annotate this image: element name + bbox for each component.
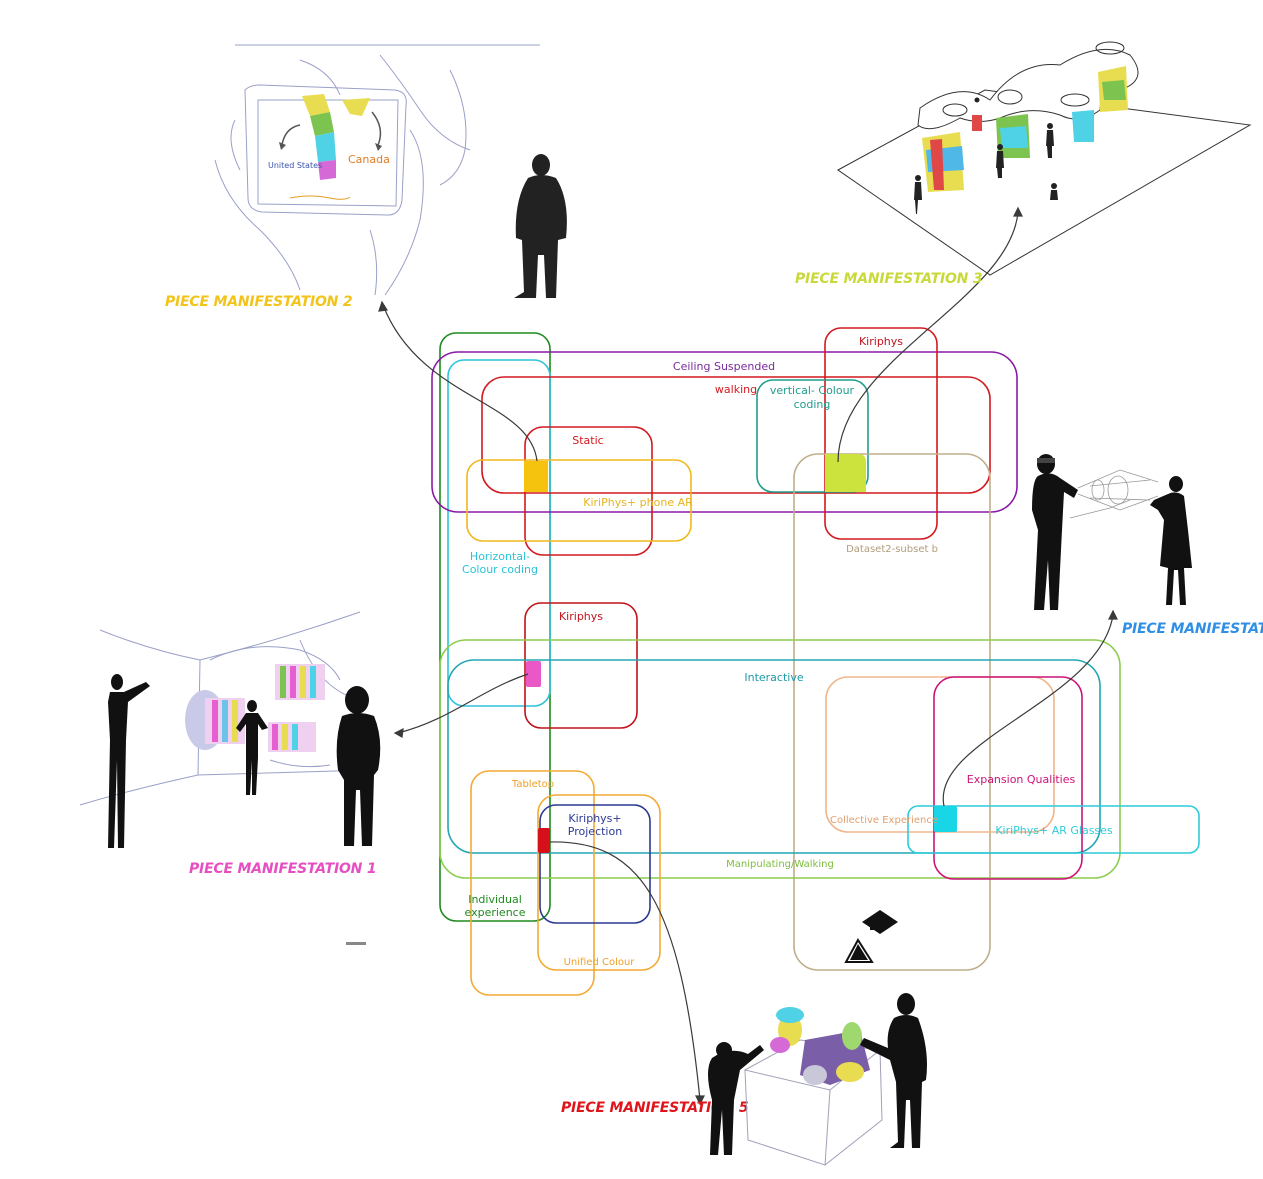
small-mark bbox=[346, 942, 366, 945]
intersection-markers bbox=[524, 454, 957, 853]
category-boxes bbox=[431, 327, 1200, 996]
label-kiriphys-mid: Kiriphys bbox=[559, 610, 603, 623]
title-manifestation-3: PIECE MANIFESTATION 3 bbox=[795, 271, 982, 287]
box-kiriphys-mid bbox=[524, 602, 638, 729]
label-dataset: Dataset2-subset b bbox=[846, 544, 938, 555]
silhouette-standing-person-m2 bbox=[514, 154, 567, 298]
sketch-manifestation-1 bbox=[79, 611, 381, 848]
box-ar-glasses bbox=[907, 805, 1200, 854]
label-horizontal-colour-1: Horizontal- bbox=[470, 550, 530, 563]
connector-manifestation-1 bbox=[397, 673, 529, 734]
label-phone-ar: KiriPhys+ phone AR bbox=[583, 496, 693, 509]
label-expansion-qualities: Expansion Qualities bbox=[967, 773, 1076, 786]
marker-manifestation-1 bbox=[526, 661, 541, 687]
label-ar-glasses: KiriPhys+ AR Glasses bbox=[995, 824, 1113, 837]
arrowhead-m4 bbox=[1108, 609, 1118, 620]
connector-manifestation-5 bbox=[549, 841, 701, 1101]
box-kiriphys-top bbox=[824, 327, 938, 540]
connector-curves bbox=[378, 206, 1118, 1106]
sketch-us-label: United States bbox=[268, 161, 322, 170]
sketch-scribble bbox=[289, 195, 351, 200]
label-projection-1: Kiriphys+ bbox=[568, 812, 621, 825]
label-horizontal-colour-2: Colour coding bbox=[462, 563, 538, 576]
label-individual-experience-2: experience bbox=[465, 906, 526, 919]
box-ceiling-suspended bbox=[431, 351, 1018, 513]
connector-manifestation-3 bbox=[837, 211, 1019, 463]
arrowhead-m1 bbox=[393, 727, 404, 738]
title-manifestation-4: PIECE MANIFESTATION 4 bbox=[1122, 621, 1263, 637]
sketch-manifestation-5 bbox=[708, 993, 927, 1166]
label-individual-experience-1: Individual bbox=[468, 893, 522, 906]
sketch-phone-visual: United States Canada bbox=[268, 94, 390, 200]
title-manifestation-5: PIECE MANIFESTATION 5 bbox=[561, 1100, 749, 1116]
box-horizontal-colour bbox=[447, 359, 551, 707]
title-manifestation-2: PIECE MANIFESTATION 2 bbox=[165, 294, 352, 310]
connector-manifestation-2 bbox=[382, 304, 538, 462]
arrowhead-m2 bbox=[378, 300, 389, 312]
label-static: Static bbox=[572, 434, 603, 447]
box-unified-colour bbox=[537, 794, 661, 971]
manifestation-titles: PIECE MANIFESTATION 2 PIECE MANIFESTATIO… bbox=[165, 271, 1263, 1116]
label-kiriphys-top: Kiriphys bbox=[859, 335, 903, 348]
label-vertical-colour-2: coding bbox=[794, 398, 831, 411]
label-projection-2: Projection bbox=[568, 825, 622, 838]
sketch-canada-label: Canada bbox=[348, 153, 390, 166]
arrowhead-m3 bbox=[1013, 206, 1023, 217]
label-walking: walking bbox=[715, 383, 757, 396]
label-tabletop: Tabletop bbox=[511, 779, 554, 790]
connector-manifestation-4 bbox=[942, 614, 1114, 807]
box-interactive bbox=[447, 659, 1101, 854]
box-walking bbox=[481, 376, 991, 494]
marker-manifestation-3 bbox=[825, 454, 866, 492]
label-ceiling-suspended: Ceiling Suspended bbox=[673, 360, 775, 373]
label-vertical-colour-1: vertical- Colour bbox=[770, 384, 855, 397]
box-dataset bbox=[793, 453, 991, 971]
label-unified-colour: Unified Colour bbox=[564, 957, 636, 968]
box-labels: Ceiling Suspended walking Kiriphys verti… bbox=[462, 335, 1113, 968]
title-manifestation-1: PIECE MANIFESTATION 1 bbox=[189, 861, 376, 877]
label-interactive: Interactive bbox=[744, 671, 803, 684]
box-tabletop bbox=[470, 770, 595, 996]
box-expansion-qualities bbox=[933, 676, 1083, 880]
sketch-manifestation-4 bbox=[1032, 454, 1192, 610]
box-individual-experience bbox=[439, 332, 551, 922]
box-projection bbox=[539, 804, 651, 924]
box-manipulating-walking bbox=[439, 639, 1121, 879]
sketch-manifestation-3 bbox=[837, 41, 1252, 276]
label-manipulating-walking: Manipulating/Walking bbox=[726, 859, 834, 870]
marker-manifestation-2 bbox=[524, 461, 548, 492]
marker-manifestation-4 bbox=[934, 806, 957, 832]
label-collective-experience: Collective Experience bbox=[830, 815, 938, 826]
box-phone-ar bbox=[466, 459, 692, 542]
marker-manifestation-5 bbox=[538, 828, 550, 853]
arrowhead-m5 bbox=[695, 1095, 705, 1106]
projector-icon bbox=[844, 910, 898, 963]
sketch-manifestation-2 bbox=[214, 44, 540, 296]
box-vertical-colour bbox=[756, 379, 869, 493]
